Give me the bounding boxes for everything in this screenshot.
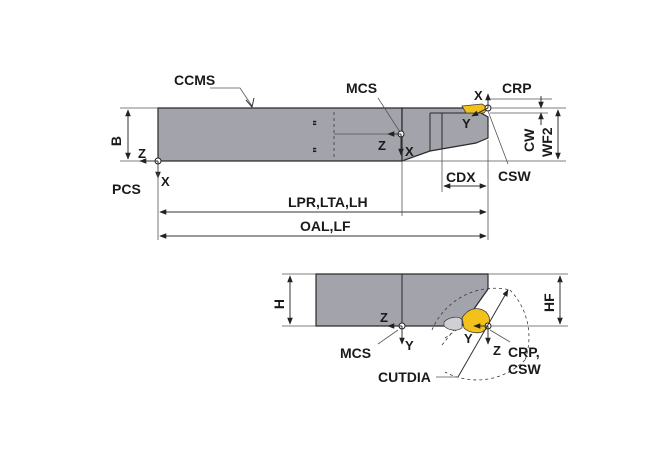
top-mcs-y-axis-label: Y	[405, 338, 414, 353]
mcs-z-axis-label: Z	[378, 138, 386, 153]
pcs-z-axis-label: Z	[138, 146, 146, 161]
dim-b-label: B	[108, 136, 124, 146]
mcs-label: MCS	[346, 80, 377, 96]
dim-lpr-label: LPR,LTA,LH	[288, 194, 368, 210]
top-crp-z-axis-label: Z	[493, 343, 501, 358]
mcs-x-axis-label: X	[405, 144, 414, 159]
pcs-label: PCS	[112, 181, 141, 197]
top-crp-y-axis-label: Y	[464, 331, 473, 346]
crp-x-axis-label: X	[474, 88, 483, 103]
tick-mark-1: "	[310, 120, 325, 126]
crp-csw-label-line2: CSW	[508, 361, 541, 377]
dim-cw-label: CW	[521, 128, 537, 152]
tool-head-body	[401, 107, 489, 162]
top-mcs-label: MCS	[340, 345, 371, 361]
cutdia-label: CUTDIA	[378, 369, 431, 385]
csw-label: CSW	[498, 168, 531, 184]
insert-side	[461, 103, 489, 114]
tick-mark-2: "	[310, 147, 325, 153]
top-mcs-z-axis-label: Z	[380, 310, 388, 325]
tool-shank-body	[157, 107, 403, 162]
dim-cdx-label: CDX	[446, 169, 476, 185]
dim-oal-label: OAL,LF	[300, 218, 351, 234]
dim-h-label: H	[271, 299, 287, 309]
dim-hf-label: HF	[541, 293, 557, 312]
crp-y-axis-label: Y	[462, 116, 471, 131]
ccms-label: CCMS	[174, 72, 215, 88]
crp-label: CRP	[502, 80, 532, 96]
side-view: " " B CCMS Z X PCS MCS Z X X Y CRP	[108, 72, 566, 240]
crp-csw-label-line1: CRP,	[508, 344, 540, 360]
top-view: H HF Z Y MCS Y Z CRP, CSW CUTDIA	[271, 273, 568, 385]
dim-wf2-label: WF2	[539, 127, 555, 157]
pcs-x-axis-label: X	[161, 174, 170, 189]
